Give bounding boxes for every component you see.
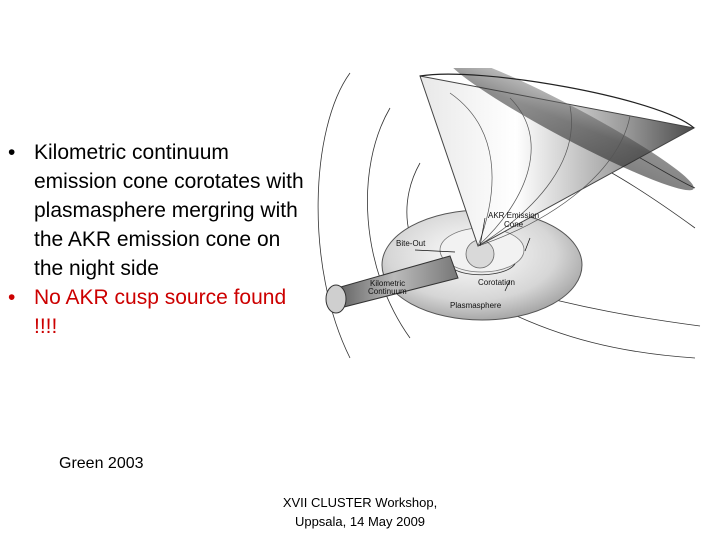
akr-diagram: AKR Emission Cone Bite-Out Kilometric Co…: [317, 68, 701, 359]
footer: XVII CLUSTER Workshop, Uppsala, 14 May 2…: [262, 493, 458, 531]
footer-line-2: Uppsala, 14 May 2009: [294, 514, 426, 529]
label-plasmasphere: Plasmasphere: [450, 301, 502, 310]
kilometric-continuum-cone: [325, 255, 459, 314]
bullet-item-no-akr-cusp: • No AKR cusp source found !!!!: [8, 283, 308, 341]
footer-line-1: XVII CLUSTER Workshop,: [282, 495, 438, 510]
bullet-list: • Kilometric continuum emission cone cor…: [8, 138, 308, 341]
bullet-text: Kilometric continuum emission cone corot…: [34, 141, 304, 280]
bullet-marker: •: [8, 141, 16, 164]
bullet-text: No AKR cusp source found !!!!: [34, 286, 287, 338]
label-bite-out: Bite-Out: [396, 239, 426, 248]
bullet-item-kc-emission: • Kilometric continuum emission cone cor…: [8, 138, 308, 283]
label-leaders: [414, 217, 531, 292]
akr-cone-shape: [419, 68, 696, 247]
bullet-marker: •: [8, 286, 16, 309]
label-akr-cone-line2: Cone: [504, 220, 524, 229]
label-akr-emission-cone: AKR Emission: [488, 211, 539, 220]
label-kilometric-continuum-line2: Continuum: [368, 287, 407, 296]
label-corotation: Corotation: [478, 278, 515, 287]
label-kilometric-continuum: Kilometric: [370, 279, 405, 288]
citation: Green 2003: [59, 455, 144, 472]
